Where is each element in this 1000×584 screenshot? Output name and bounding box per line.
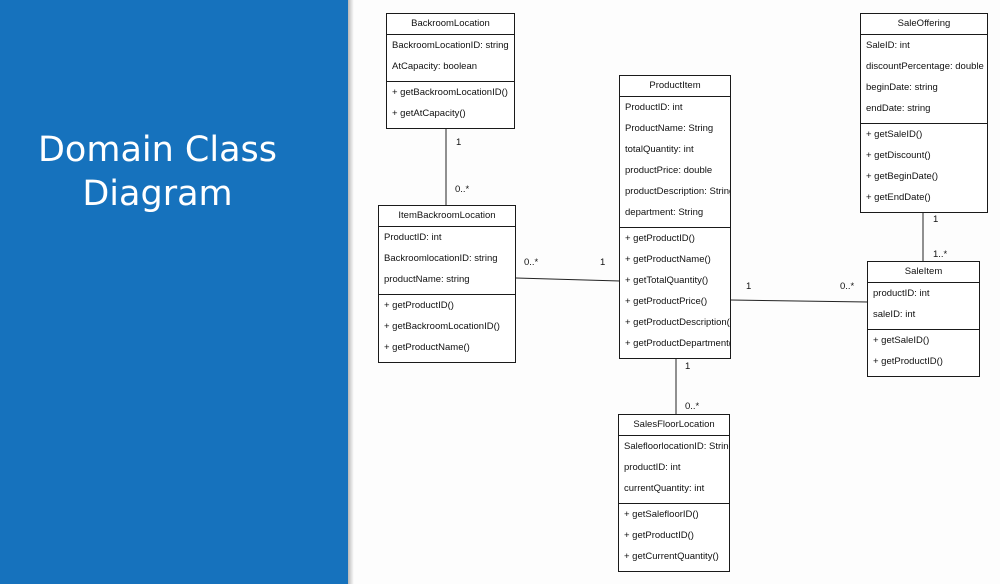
method-section: + getProductID() + getProductName() + ge… (620, 227, 730, 358)
class-name: SalesFloorLocation (619, 415, 729, 436)
method: + getProductID() (625, 233, 695, 244)
method: + getProductName() (625, 254, 711, 265)
attribute: SaleID: int (866, 40, 910, 51)
panel-shadow (348, 0, 354, 584)
class-sale-item[interactable]: SaleItem productID: int saleID: int + ge… (867, 261, 980, 377)
class-name: SaleItem (868, 262, 979, 283)
attribute: department: String (625, 207, 704, 218)
multiplicity-label: 0..* (455, 184, 470, 195)
multiplicity-label: 1..* (933, 249, 948, 260)
multiplicity-label: 1 (746, 281, 752, 292)
method: + getSaleID() (866, 129, 923, 140)
attribute: productID: int (624, 462, 681, 473)
attribute: endDate: string (866, 103, 931, 114)
method: + getBackroomLocationID() (392, 87, 508, 98)
attribute-section: BackroomLocationID: string AtCapacity: b… (387, 35, 514, 81)
attribute: ProductName: String (625, 123, 714, 134)
method: + getSalefloorID() (624, 509, 699, 520)
multiplicity-label: 1 (600, 257, 606, 268)
attribute: productPrice: double (625, 165, 713, 176)
method: + getSaleID() (873, 335, 930, 346)
attribute-section: ProductID: int BackroomlocationID: strin… (379, 227, 515, 294)
method: + getProductID() (384, 300, 454, 311)
method: + getProductID() (624, 530, 694, 541)
method: + getProductPrice() (625, 296, 708, 307)
attribute: productName: string (384, 274, 470, 285)
slide-title-line-2: Diagram (82, 174, 233, 214)
title-panel: Domain Class Diagram (0, 0, 348, 584)
attribute: beginDate: string (866, 82, 938, 93)
class-product-item[interactable]: ProductItem ProductID: int ProductName: … (619, 75, 731, 359)
class-sales-floor-location[interactable]: SalesFloorLocation SalefloorlocationID: … (618, 414, 730, 572)
attribute-section: productID: int saleID: int (868, 283, 979, 329)
method: + getEndDate() (866, 192, 931, 203)
multiplicity-label: 1 (456, 137, 462, 148)
method: + getBeginDate() (866, 171, 939, 182)
multiplicity-label: 0..* (524, 257, 539, 268)
slide-title-line-1: Domain Class (37, 130, 278, 170)
attribute: BackroomLocationID: string (392, 40, 509, 51)
method-section: + getProductID() + getBackroomLocationID… (379, 294, 515, 362)
method: + getBackroomLocationID() (384, 321, 500, 332)
class-name: ProductItem (620, 76, 730, 97)
attribute: saleID: int (873, 309, 916, 320)
attribute: totalQuantity: int (625, 144, 694, 155)
method: + getCurrentQuantity() (624, 551, 719, 562)
method-section: + getSalefloorID() + getProductID() + ge… (619, 503, 729, 571)
association-product-saleitem (730, 299, 869, 303)
method: + getTotalQuantity() (625, 275, 709, 286)
association-item-product (515, 277, 621, 282)
method-section: + getSaleID() + getDiscount() + getBegin… (861, 123, 987, 212)
attribute: AtCapacity: boolean (392, 61, 478, 72)
class-name: ItemBackroomLocation (379, 206, 515, 227)
attribute: ProductID: int (384, 232, 442, 243)
method: + getProductDescription() (625, 317, 730, 328)
method: + getDiscount() (866, 150, 931, 161)
attribute: productDescription: String (625, 186, 730, 197)
class-sale-offering[interactable]: SaleOffering SaleID: int discountPercent… (860, 13, 988, 213)
class-backroom-location[interactable]: BackroomLocation BackroomLocationID: str… (386, 13, 515, 129)
class-name: BackroomLocation (387, 14, 514, 35)
attribute: ProductID: int (625, 102, 683, 113)
attribute-section: SalefloorlocationID: String productID: i… (619, 436, 729, 503)
method-section: + getSaleID() + getProductID() (868, 329, 979, 376)
method: + getProductName() (384, 342, 470, 353)
class-name: SaleOffering (861, 14, 987, 35)
method: + getProductDepartment() (625, 338, 730, 349)
attribute: discountPercentage: double (866, 61, 984, 72)
method-section: + getBackroomLocationID() + getAtCapacit… (387, 81, 514, 128)
slide-title: Domain Class Diagram (0, 128, 315, 216)
method: + getProductID() (873, 356, 943, 367)
attribute: BackroomlocationID: string (384, 253, 498, 264)
attribute-section: ProductID: int ProductName: String total… (620, 97, 730, 227)
attribute: SalefloorlocationID: String (624, 441, 729, 452)
multiplicity-label: 0..* (840, 281, 855, 292)
attribute-section: SaleID: int discountPercentage: double b… (861, 35, 987, 123)
method: + getAtCapacity() (392, 108, 466, 119)
multiplicity-label: 1 (933, 214, 939, 225)
attribute: currentQuantity: int (624, 483, 705, 494)
attribute: productID: int (873, 288, 930, 299)
multiplicity-label: 1 (685, 361, 691, 372)
class-item-backroom-location[interactable]: ItemBackroomLocation ProductID: int Back… (378, 205, 516, 363)
multiplicity-label: 0..* (685, 401, 700, 412)
